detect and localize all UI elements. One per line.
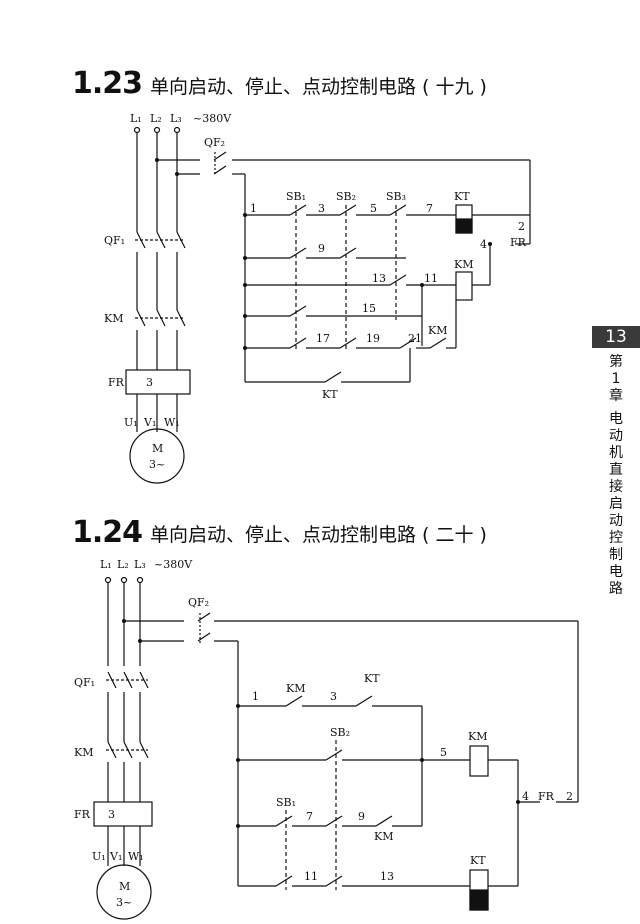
- node-13: 13: [380, 870, 394, 883]
- motor-sub: 3~: [116, 896, 132, 909]
- label-KM-contact: KM: [428, 324, 447, 337]
- label-KT-coil: KT: [470, 854, 486, 867]
- label-U1: U₁: [124, 416, 138, 429]
- section-title-1-24: 单向启动、停止、点动控制电路 ( 二十 ): [150, 524, 487, 546]
- label-L2: L₂: [150, 112, 162, 125]
- node-3: 3: [318, 202, 325, 215]
- sidebar-char: 动: [609, 513, 623, 529]
- sidebar-char: 电: [609, 411, 623, 427]
- node-15: 15: [362, 302, 376, 315]
- label-SB3: SB₃: [386, 190, 406, 203]
- node-19: 19: [366, 332, 380, 345]
- sidebar-char: 第: [609, 354, 623, 370]
- node-7: 7: [426, 202, 433, 215]
- label-KM-a: KM: [286, 682, 305, 695]
- node-3: 3: [330, 690, 337, 703]
- label-L1: L₁: [130, 112, 142, 125]
- node-11: 11: [304, 870, 318, 883]
- sidebar-char: 直: [609, 462, 623, 478]
- label-FR-num: 3: [108, 808, 115, 821]
- node-11: 11: [424, 272, 438, 285]
- label-FR: FR: [74, 808, 91, 821]
- section-title-1-23: 单向启动、停止、点动控制电路 ( 十九 ): [150, 76, 487, 98]
- label-SB2: SB₂: [336, 190, 356, 203]
- sidebar-char: 制: [609, 547, 623, 563]
- sidebar-char: 章: [609, 388, 623, 404]
- label-KM-b: KM: [374, 830, 393, 843]
- node-7: 7: [306, 810, 313, 823]
- label-KT-coil: KT: [454, 190, 470, 203]
- motor-sub: 3~: [149, 458, 165, 471]
- label-voltage: ~380V: [154, 558, 193, 571]
- label-KM-main: KM: [74, 746, 93, 759]
- node-2: 2: [566, 790, 573, 803]
- node-1: 1: [252, 690, 259, 703]
- node-13: 13: [372, 272, 386, 285]
- label-W1: W₁: [128, 850, 144, 863]
- node-21: 21: [408, 332, 422, 345]
- label-KT-contact: KT: [322, 388, 338, 401]
- label-W1: W₁: [164, 416, 180, 429]
- sidebar-char: 启: [609, 496, 623, 512]
- label-KT-a: KT: [364, 672, 380, 685]
- label-QF1: QF₁: [104, 234, 125, 247]
- label-KM-main: KM: [104, 312, 123, 325]
- node-17: 17: [316, 332, 330, 345]
- sidebar-char: 动: [609, 428, 623, 444]
- node-2: 2: [518, 220, 525, 233]
- motor-label: M: [119, 880, 130, 893]
- page-number-tab: 13: [592, 326, 640, 348]
- sidebar-char: 控: [609, 530, 623, 546]
- label-SB2: SB₂: [330, 726, 350, 739]
- label-FR: FR: [108, 376, 125, 389]
- sidebar-char: 1: [611, 371, 621, 387]
- section-number-1-24: 1.24: [72, 515, 143, 550]
- sidebar-char: 电: [609, 564, 623, 580]
- label-FR-num: 3: [146, 376, 153, 389]
- label-KM-coil: KM: [454, 258, 473, 271]
- node-1: 1: [250, 202, 257, 215]
- label-QF1: QF₁: [74, 676, 95, 689]
- motor-label: M: [152, 442, 163, 455]
- section-number-1-23: 1.23: [72, 66, 143, 101]
- label-U1: U₁: [92, 850, 106, 863]
- sidebar-char: 路: [609, 581, 623, 597]
- label-SB1: SB₁: [286, 190, 306, 203]
- label-V1: V₁: [109, 850, 122, 863]
- label-QF2: QF₂: [204, 136, 225, 149]
- node-4: 4: [480, 238, 487, 251]
- label-QF2: QF₂: [188, 596, 209, 609]
- label-L3: L₃: [134, 558, 146, 571]
- node-5: 5: [370, 202, 377, 215]
- label-FR-ctrl: FR: [538, 790, 555, 803]
- node-5: 5: [440, 746, 447, 759]
- sidebar-char: 接: [609, 479, 623, 495]
- label-SB1: SB₁: [276, 796, 296, 809]
- sidebar-char: 机: [609, 445, 623, 461]
- label-L3: L₃: [170, 112, 182, 125]
- label-KM-coil: KM: [468, 730, 487, 743]
- section-label: 电动机直接启动控制电路: [592, 411, 640, 598]
- node-9: 9: [358, 810, 365, 823]
- node-9: 9: [318, 242, 325, 255]
- label-FR-ctrl: FR: [510, 236, 527, 249]
- label-V1: V₁: [143, 416, 156, 429]
- label-voltage: ~380V: [193, 112, 232, 125]
- label-L2: L₂: [117, 558, 129, 571]
- label-L1: L₁: [100, 558, 112, 571]
- node-4: 4: [522, 790, 529, 803]
